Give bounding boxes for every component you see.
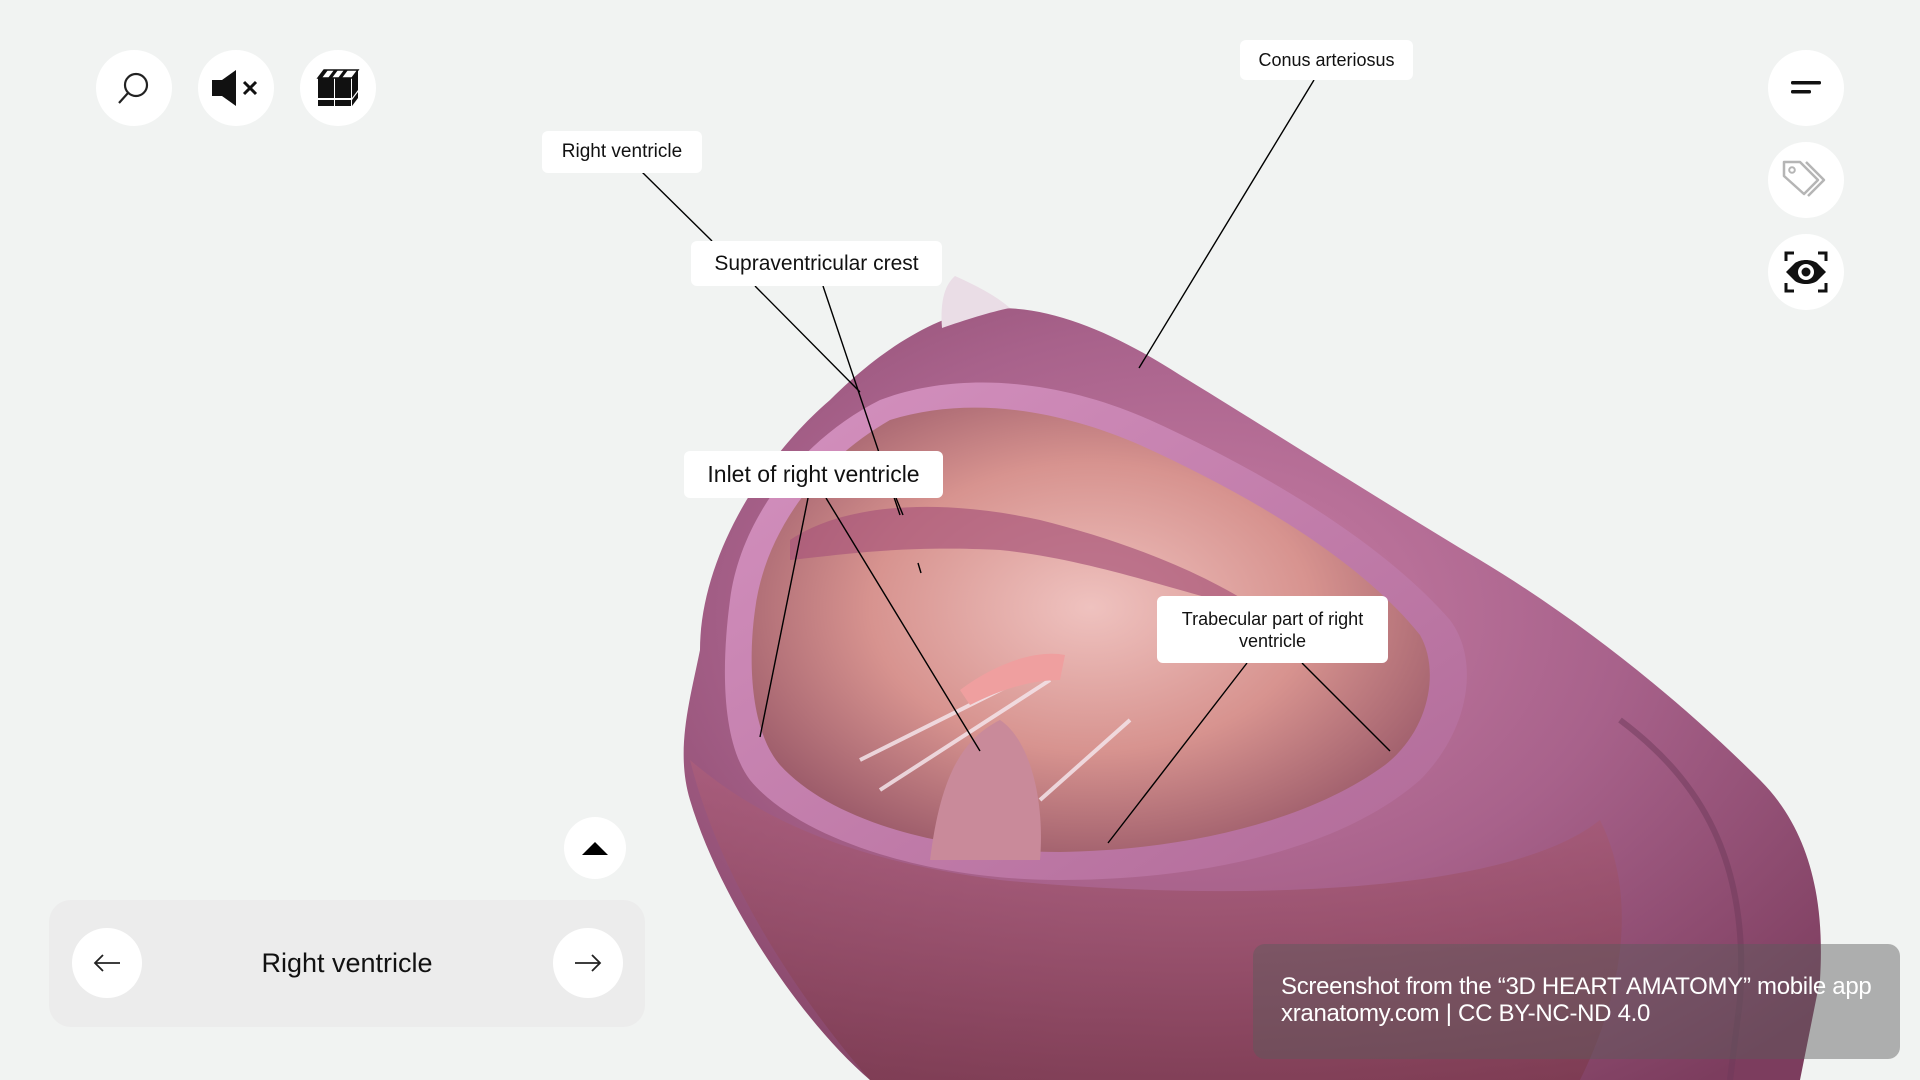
leader-supraventricular-crest-c [895, 497, 904, 516]
watermark-line-2: xranatomy.com | CC BY-NC-ND 4.0 [1281, 1000, 1651, 1027]
search-button[interactable] [96, 50, 172, 126]
label-inlet-of-right-ventricle[interactable]: Inlet of right ventricle [684, 451, 943, 498]
septal-band [790, 506, 1260, 610]
structure-navigator: Right ventricle [49, 900, 645, 1027]
search-icon [118, 72, 149, 104]
sound-muted-icon [212, 70, 258, 106]
expand-panel-button[interactable] [564, 817, 626, 879]
previous-structure-button[interactable] [72, 928, 142, 998]
menu-icon [1791, 81, 1821, 94]
label-conus-arteriosus[interactable]: Conus arteriosus [1240, 40, 1413, 80]
layers-button[interactable] [300, 50, 376, 126]
label-trabecular-part[interactable]: Trabecular part of right ventricle [1157, 596, 1388, 663]
heart-lower-wall [690, 760, 1622, 1080]
layers-cube-icon [316, 69, 360, 106]
heart-right-bulge [1618, 717, 1745, 1080]
leader-lines [641, 79, 1391, 844]
label-right-ventricle[interactable]: Right ventricle [542, 131, 702, 173]
attribution-watermark: Screenshot from the “3D HEART AMATOMY” m… [1253, 944, 1900, 1059]
sound-toggle-button[interactable] [198, 50, 274, 126]
current-structure-title: Right ventricle [261, 948, 433, 978]
leader-conus-arteriosus [1138, 79, 1315, 369]
watermark-line-1: Screenshot from the “3D HEART AMATOMY” m… [1281, 973, 1872, 1000]
tags-icon [1782, 160, 1826, 197]
focus-view-button[interactable] [1768, 234, 1844, 310]
moderator-band [960, 653, 1065, 705]
eye-focus-icon [1784, 251, 1828, 293]
leader-inlet-c [917, 562, 922, 574]
arrow-left-icon [93, 954, 120, 972]
labels-toggle-button[interactable] [1768, 142, 1844, 218]
next-structure-button[interactable] [553, 928, 623, 998]
vessel-stump [941, 276, 1010, 328]
leader-inlet-a [759, 497, 809, 738]
leader-inlet-b [825, 497, 981, 752]
label-supraventricular-crest[interactable]: Supraventricular crest [691, 241, 942, 286]
papillary-muscle [930, 720, 1041, 860]
leader-trabecular-a [1107, 662, 1248, 844]
triangle-up-icon [582, 842, 608, 855]
leader-supraventricular-crest-a [754, 285, 861, 393]
leader-trabecular-b [1301, 662, 1391, 752]
arrow-right-icon [575, 954, 602, 972]
menu-button[interactable] [1768, 50, 1844, 126]
leader-right-ventricle [641, 171, 713, 242]
